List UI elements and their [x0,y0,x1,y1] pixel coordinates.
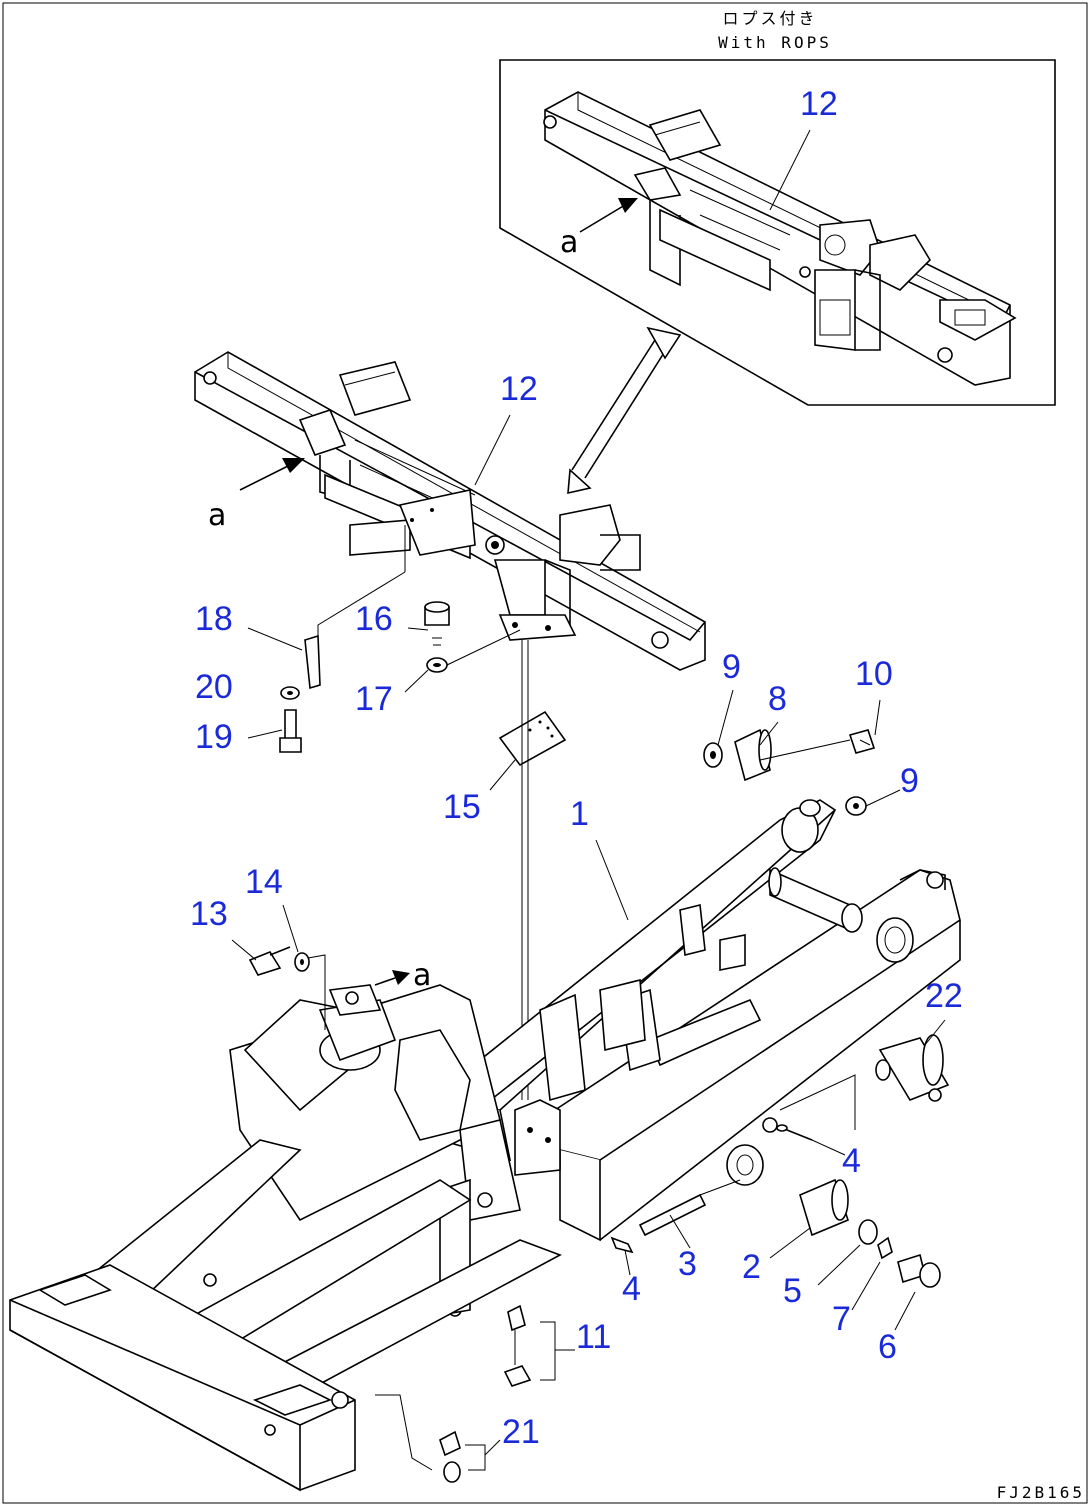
part-1: 1 [570,795,589,833]
part-20: 20 [195,668,233,706]
cylinder-22 [779,1034,950,1130]
washer-5 [858,1219,878,1245]
frame-arrow-a: a [413,958,431,993]
plate-15 [498,710,567,767]
part-2: 2 [742,1248,761,1286]
cross-member-12 [194,351,706,671]
part-7: 7 [832,1300,851,1338]
part-10: 10 [855,655,893,693]
plate-7 [877,1236,893,1260]
cap-16 [424,601,450,646]
bracket-18 [304,525,406,690]
part-8: 8 [768,680,787,718]
rops-inset: ロプス付き With ROPS 12 [499,9,1056,406]
part-14: 14 [245,863,283,901]
inset-title-en: With ROPS [718,33,832,52]
part-22: 22 [925,977,963,1015]
part-19: 19 [195,718,233,756]
drawing-code: FJ2B165 [997,1483,1085,1502]
part-16: 16 [355,600,393,638]
part-21: 21 [502,1413,540,1451]
washer-9a [703,742,723,768]
part-13: 13 [190,895,228,933]
pin-4b [610,1236,634,1254]
mount-21 [375,1394,501,1483]
part-17: 17 [355,680,393,718]
part-4b: 4 [622,1270,641,1308]
part-11: 11 [576,1318,611,1356]
part-9b: 9 [900,762,919,800]
part-15: 15 [443,788,481,826]
inset-part-12: 12 [800,85,838,123]
cross-member-arrow-a: a [208,498,226,533]
mount-11 [503,1304,575,1387]
bolt-13 [248,946,291,976]
part-5: 5 [783,1272,802,1310]
part-12: 12 [500,370,538,408]
washer-14 [294,952,310,972]
inset-link-arrow [567,326,682,495]
part-6: 6 [878,1328,897,1366]
inset-frame [499,59,1056,406]
pivot-boss [726,1117,778,1186]
pin-3 [638,1179,741,1237]
part-18: 18 [195,600,233,638]
inset-cross-member [543,91,1017,386]
bolt-10 [848,729,876,754]
part-4a: 4 [842,1142,861,1180]
part-3: 3 [678,1245,697,1283]
washer-20 [280,686,300,700]
pin-4a [776,1124,813,1141]
inset-arrow-a: a [560,225,578,260]
inset-title-jp: ロプス付き [722,9,817,28]
bushing-2 [799,1178,849,1237]
bolt-6 [897,1253,941,1288]
bolt-19 [279,709,302,753]
main-frame-1 [9,799,961,1492]
washer-9b [845,796,867,816]
washer-17 [426,629,521,673]
part-9a: 9 [722,648,741,686]
